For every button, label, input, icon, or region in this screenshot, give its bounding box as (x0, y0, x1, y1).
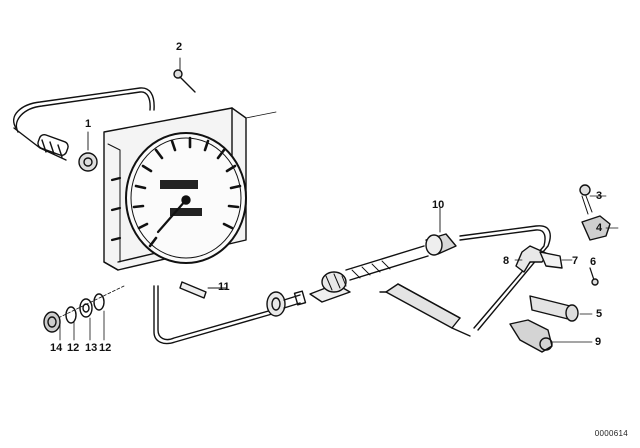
callout-13: 13 (85, 342, 98, 354)
part-11-pin (179, 281, 227, 299)
callout-7: 7 (572, 255, 579, 267)
callout-11: 11 (218, 281, 230, 293)
right-cable (379, 225, 551, 337)
part-3-screw (579, 184, 607, 215)
part-5-sleeve (529, 295, 593, 322)
callout-14: 14 (50, 342, 63, 354)
part-2-screw (173, 57, 196, 93)
part-7-8-bracket (514, 245, 573, 273)
callout-9: 9 (595, 336, 602, 348)
callout-12b: 12 (99, 342, 112, 354)
callout-4: 4 (596, 222, 603, 234)
callout-6: 6 (590, 256, 597, 268)
washer-nut-stack (43, 285, 125, 341)
speedometer-dial (125, 132, 247, 264)
callout-5: 5 (596, 308, 603, 320)
cable-grommet (266, 290, 307, 317)
part-10-fitting (425, 207, 457, 256)
callout-3: 3 (596, 190, 603, 202)
callout-10: 10 (432, 199, 445, 211)
callout-1: 1 (85, 118, 92, 130)
drawing-code: 0000614 (594, 429, 628, 438)
part-9-clamp (509, 319, 593, 353)
upper-speedo-cable (13, 87, 155, 161)
callout-8: 8 (503, 255, 510, 267)
part-6-screw (589, 267, 599, 286)
callout-12a: 12 (67, 342, 80, 354)
part-4-clip (581, 215, 619, 241)
main-speedo-cable (153, 245, 429, 345)
part-1-nut (78, 131, 98, 172)
callout-2: 2 (176, 41, 183, 53)
